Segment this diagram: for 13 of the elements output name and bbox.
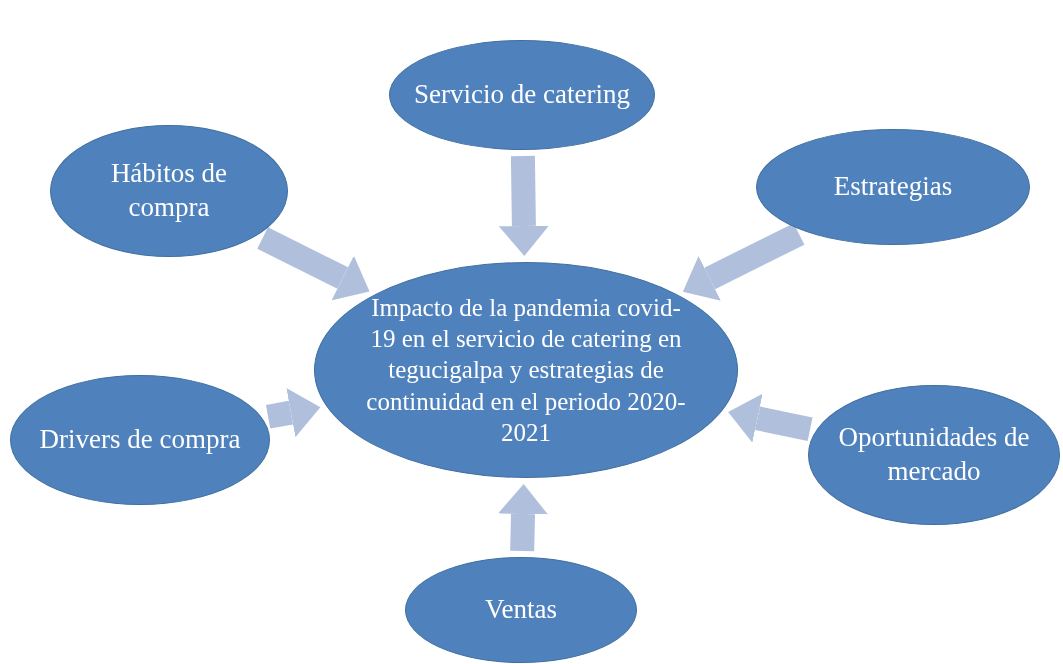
block-arrow [682,223,805,301]
block-arrow [498,155,549,256]
block-arrow [498,484,548,552]
node-label: Oportunidades de mercado [837,421,1031,488]
node-label: Ventas [485,593,557,627]
block-arrow [728,393,813,443]
block-arrow [257,227,370,301]
block-arrow [265,388,321,438]
node-label: Impacto de la pandemia covid-19 en el servicio de catering en tegucigalpa y estrategias de continuidad en el periodo 2020-2021 [365,292,687,448]
node-label: Estrategias [833,170,953,204]
node-label: Servicio de catering [414,78,630,112]
node-label: Drivers de compra [39,423,241,457]
node-label: Hábitos de compra [109,157,229,224]
